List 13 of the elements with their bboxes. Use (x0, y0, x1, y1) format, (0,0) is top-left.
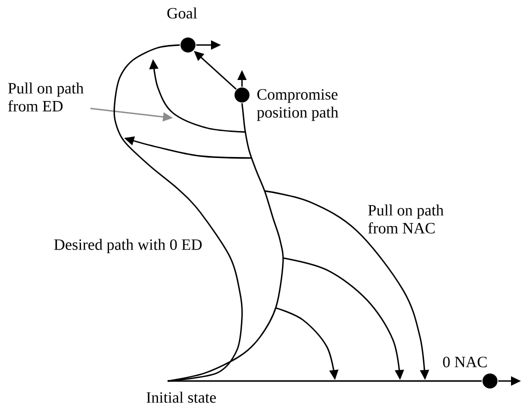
dot (482, 374, 498, 388)
annotation-text: Pull on path from ED (8, 82, 84, 112)
path-curve (168, 103, 284, 382)
path-curve (114, 44, 243, 382)
text-label: Pull on path from NAC (368, 204, 444, 234)
edge-label: Desired path with 0 ED (52, 238, 204, 254)
text-label: Initial state (146, 392, 216, 403)
dot-label: Compromise position path (256, 89, 338, 121)
dot (234, 88, 250, 102)
line (168, 380, 482, 382)
dot-label: Goal (167, 7, 197, 19)
dot-label: 0 NAC (443, 356, 487, 368)
dot (180, 38, 196, 52)
